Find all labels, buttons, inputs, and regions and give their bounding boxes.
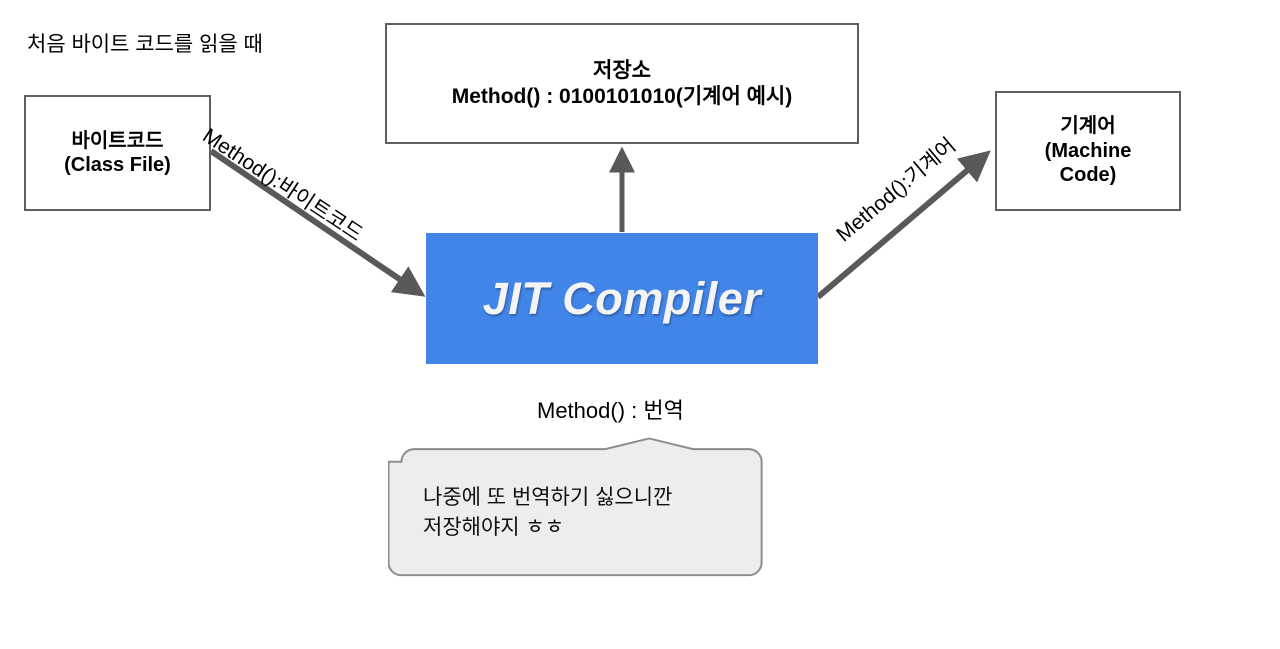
node-machine-code[interactable]: 기계어 (Machine Code) bbox=[995, 91, 1181, 211]
edge-label-jit-to-machinecode: Method():기계어 bbox=[832, 133, 961, 247]
node-machine-code-line-1: 기계어 bbox=[1060, 115, 1116, 138]
speech-bubble-text: 나중에 또 번역하기 싫으니깐 저장해야지 ㅎㅎ bbox=[423, 483, 672, 544]
node-storage[interactable]: 저장소 Method() : 0100101010(기계어 예시) bbox=[385, 23, 859, 144]
edge-label-bytecode-to-jit: Method():바이트코드 bbox=[198, 124, 367, 247]
node-jit-compiler[interactable]: JIT Compiler bbox=[426, 233, 818, 364]
bottom-caption: Method() : 번역 bbox=[537, 398, 684, 423]
node-storage-line-2: Method() : 0100101010(기계어 예시) bbox=[451, 84, 793, 108]
node-bytecode[interactable]: 바이트코드 (Class File) bbox=[24, 95, 211, 211]
node-machine-code-line-3: Code) bbox=[1059, 164, 1117, 187]
speech-bubble[interactable]: 나중에 또 번역하기 싫으니깐 저장해야지 ㅎㅎ bbox=[387, 435, 763, 583]
speech-bubble-line-1: 나중에 또 번역하기 싫으니깐 bbox=[423, 486, 673, 509]
node-jit-compiler-label: JIT Compiler bbox=[482, 272, 762, 324]
node-storage-line-1: 저장소 bbox=[593, 58, 651, 82]
page-title: 처음 바이트 코드를 읽을 때 bbox=[27, 33, 263, 56]
speech-bubble-line-2: 저장해야지 ㅎㅎ bbox=[423, 516, 565, 540]
node-bytecode-line-1: 바이트코드 bbox=[71, 129, 164, 152]
node-machine-code-line-2: (Machine bbox=[1044, 139, 1132, 162]
speech-bubble-shape bbox=[387, 437, 763, 577]
node-bytecode-line-2: (Class File) bbox=[64, 154, 171, 176]
